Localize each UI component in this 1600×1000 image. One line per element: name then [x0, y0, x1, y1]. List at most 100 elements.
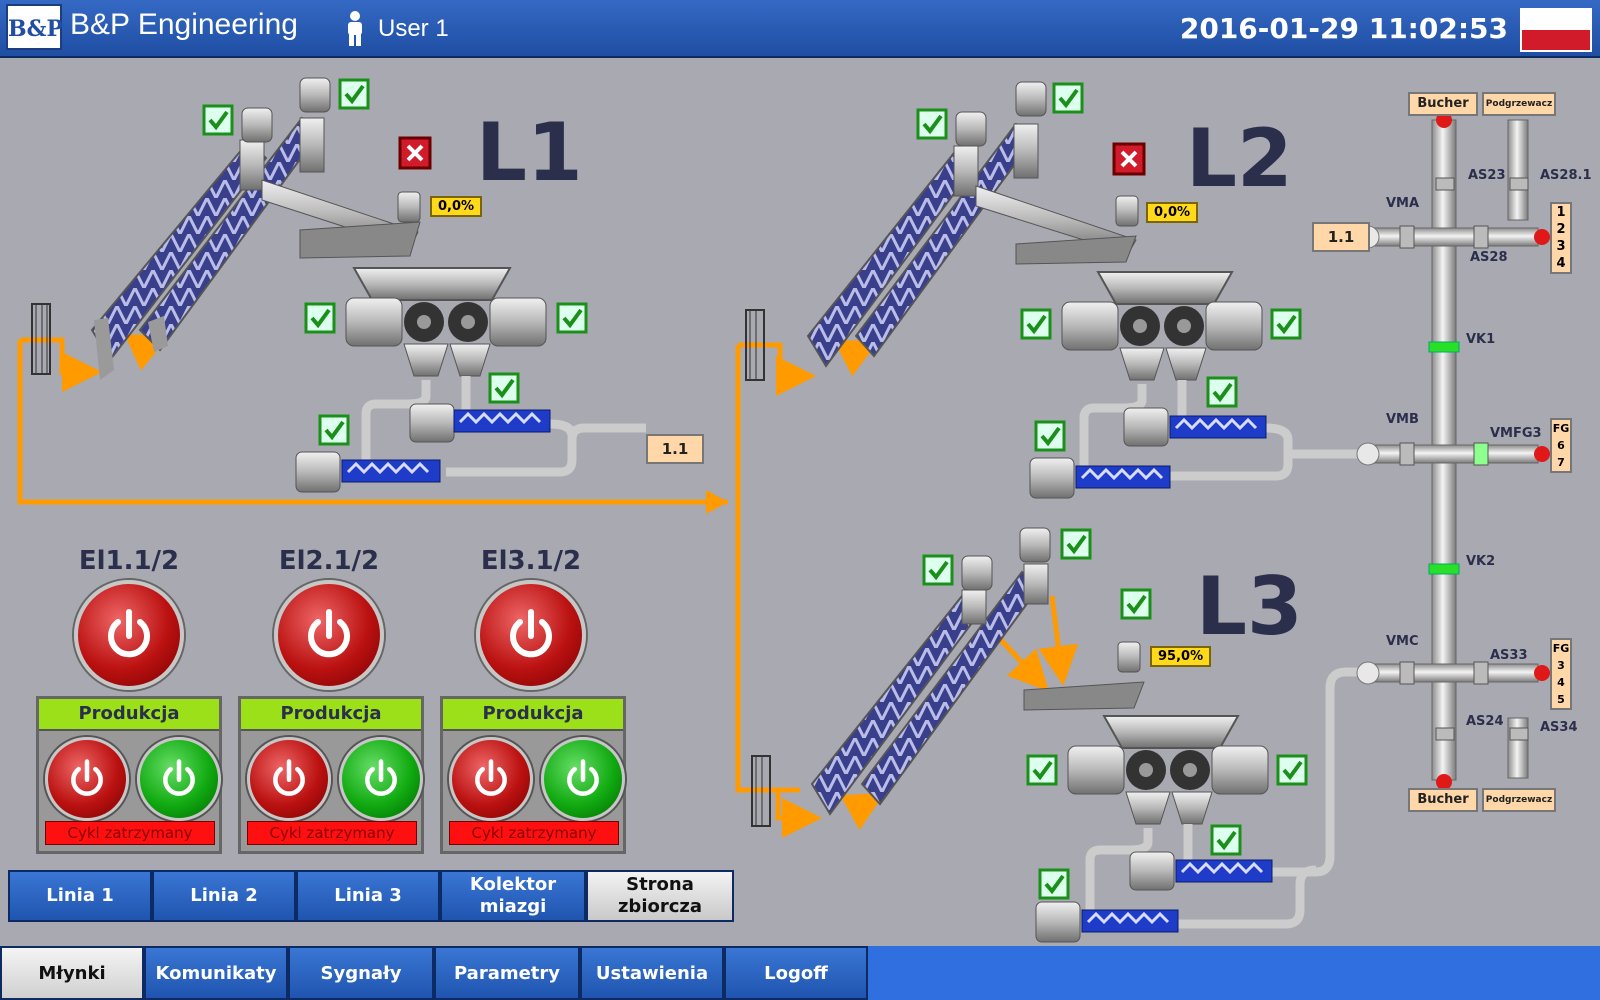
status-ok-check-icon — [1206, 376, 1238, 408]
elevator-1-start-button[interactable] — [137, 737, 221, 821]
power-icon — [308, 609, 350, 658]
elevator-2-control: El2.1/2 — [236, 546, 422, 690]
line-3-percent: 95,0% — [1150, 646, 1212, 667]
status-ok-check-icon — [1276, 754, 1308, 786]
valve-vmb-label: VMB — [1386, 412, 1419, 427]
nav-linia-3[interactable]: Linia 3 — [296, 870, 440, 922]
tab-komunikaty[interactable]: Komunikaty — [144, 946, 288, 1000]
status-icons — [202, 78, 1308, 900]
elevator-1-title: El1.1/2 — [78, 546, 180, 576]
tab-bar-filler — [868, 946, 1600, 1000]
power-icon — [475, 759, 507, 796]
status-ok-check-icon — [318, 414, 350, 446]
elevator-2-stop-button[interactable] — [247, 737, 331, 821]
status-ok-check-icon — [916, 108, 948, 140]
nav-linia-1[interactable]: Linia 1 — [8, 870, 152, 922]
flow-lines — [17, 334, 1079, 838]
elevator-1-stop-button[interactable] — [45, 737, 129, 821]
elevator-2-status: Cykl zatrzymany — [247, 821, 417, 845]
bucher-bottom-tag: Bucher — [1408, 788, 1478, 812]
elevator-3-title: El3.1/2 — [480, 546, 582, 576]
language-flag-icon[interactable] — [1520, 8, 1592, 52]
podgrzewacz-top-tag: Podgrzewacz — [1482, 92, 1556, 116]
status-ok-check-icon — [304, 302, 336, 334]
status-ok-check-icon — [1020, 308, 1052, 340]
status-ok-check-icon — [922, 554, 954, 586]
nav-linia-2[interactable]: Linia 2 — [152, 870, 296, 922]
elevator-3-start-button[interactable] — [541, 737, 625, 821]
status-ok-check-icon — [1060, 528, 1092, 560]
status-alarm-icon — [1112, 142, 1146, 176]
power-icon — [71, 759, 103, 796]
l2-crusher — [1061, 271, 1263, 381]
elevator-1-status: Cykl zatrzymany — [45, 821, 215, 845]
valve-as24-label: AS24 — [1466, 714, 1504, 729]
valve-vma-label: VMA — [1386, 196, 1420, 211]
l2-pumps — [1029, 380, 1368, 499]
elevator-3-power-button[interactable] — [476, 580, 586, 690]
line-1-outlet-tag: 1.1 — [646, 434, 704, 464]
tab-sygnaly[interactable]: Sygnały — [288, 946, 434, 1000]
power-icon — [510, 609, 552, 658]
status-ok-check-icon — [338, 78, 370, 110]
elevator-1-production-panel: Produkcja Cykl zatrzymany — [36, 696, 222, 854]
elevator-1-power-button[interactable] — [74, 580, 184, 690]
nav-kolektor-miazgi[interactable]: Kolektor miazgi — [440, 870, 586, 922]
l3-crusher — [1067, 715, 1269, 825]
date-time: 2016-01-29 11:02:53 — [1179, 12, 1508, 45]
power-icon — [273, 759, 305, 796]
elevator-1-control: El1.1/2 — [36, 546, 222, 690]
status-ok-check-icon — [202, 104, 234, 136]
power-icon — [365, 759, 397, 796]
elevator-2-production-panel: Produkcja Cykl zatrzymany — [238, 696, 424, 854]
status-ok-check-icon — [1120, 588, 1152, 620]
elevator-3-status: Cykl zatrzymany — [449, 821, 619, 845]
power-icon — [567, 759, 599, 796]
manifold-inlet-tag: 1.1 — [1312, 222, 1370, 252]
power-icon — [163, 759, 195, 796]
manifold-piping — [1356, 112, 1550, 790]
valve-as34-label: AS34 — [1540, 720, 1578, 735]
elevator-2-power-button[interactable] — [274, 580, 384, 690]
elevator-3-stop-button[interactable] — [449, 737, 533, 821]
line-2-label: L2 — [1186, 112, 1293, 205]
production-header: Produkcja — [39, 699, 219, 731]
status-ok-check-icon — [1052, 82, 1084, 114]
status-alarm-icon — [398, 136, 432, 170]
valve-vk2-label: VK2 — [1466, 554, 1496, 569]
tab-mlynki[interactable]: Młynki — [0, 946, 144, 1000]
valve-as28-1-label: AS28.1 — [1540, 168, 1592, 183]
elevator-3-control: El3.1/2 — [438, 546, 624, 690]
status-ok-check-icon — [1038, 868, 1070, 900]
production-header: Produkcja — [241, 699, 421, 731]
status-ok-check-icon — [1026, 754, 1058, 786]
l1-pumps — [295, 376, 646, 493]
status-ok-check-icon — [1270, 308, 1302, 340]
l1-crusher — [345, 267, 547, 377]
l3-elevator — [751, 527, 1145, 827]
status-ok-check-icon — [1210, 824, 1242, 856]
tab-parametry[interactable]: Parametry — [434, 946, 580, 1000]
status-ok-check-icon — [488, 372, 520, 404]
company-name: B&P Engineering — [70, 8, 298, 41]
l2-elevator — [745, 81, 1139, 381]
tab-ustawienia[interactable]: Ustawienia — [580, 946, 724, 1000]
line-2-percent: 0,0% — [1146, 202, 1199, 223]
elevator-2-title: El2.1/2 — [278, 546, 380, 576]
user-icon — [348, 11, 362, 46]
valve-as33-label: AS33 — [1490, 648, 1528, 663]
elevator-3-production-panel: Produkcja Cykl zatrzymany — [440, 696, 626, 854]
l1-elevator — [31, 77, 421, 380]
tab-logoff[interactable]: Logoff — [724, 946, 868, 1000]
elevator-2-start-button[interactable] — [339, 737, 423, 821]
power-icon — [108, 609, 150, 658]
valve-vk1-label: VK1 — [1466, 332, 1496, 347]
podgrzewacz-bottom-tag: Podgrzewacz — [1482, 788, 1556, 812]
nav-strona-zbiorcza[interactable]: Strona zbiorcza — [586, 870, 734, 922]
current-user[interactable]: User 1 — [378, 15, 449, 42]
bucher-top-tag: Bucher — [1408, 92, 1478, 116]
line-3-label: L3 — [1196, 560, 1303, 653]
